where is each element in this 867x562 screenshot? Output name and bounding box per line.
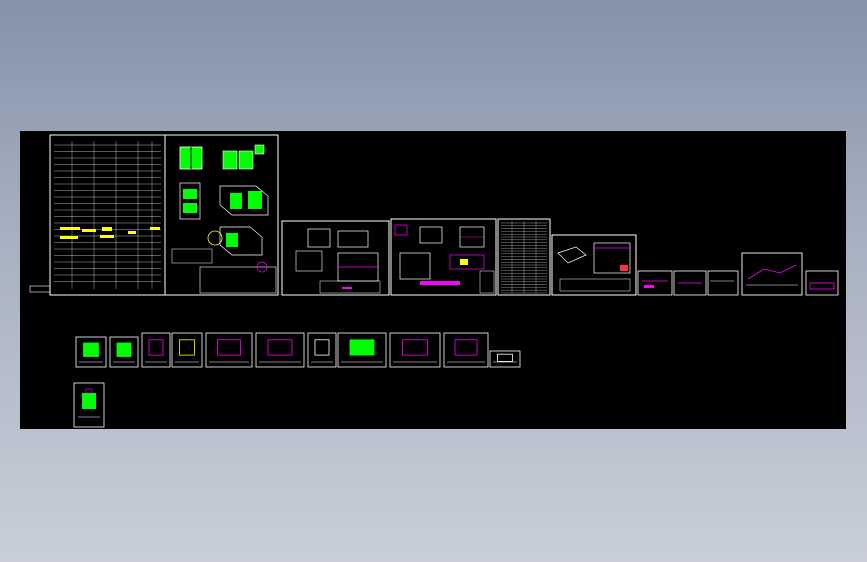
detail-sheet[interactable] bbox=[141, 332, 171, 368]
parts-list-grid bbox=[501, 221, 547, 294]
sheet-profile-1[interactable] bbox=[637, 270, 673, 296]
sheet-assembly-1[interactable] bbox=[281, 220, 390, 296]
table-highlight-rows bbox=[60, 227, 160, 239]
detail-sheet[interactable] bbox=[489, 350, 521, 368]
drawing-layer[interactable] bbox=[20, 131, 846, 429]
detail-sheet[interactable] bbox=[171, 332, 203, 368]
sheet-title-table[interactable] bbox=[29, 134, 166, 296]
sheet-profile-3[interactable] bbox=[741, 252, 803, 296]
detail-sheet[interactable] bbox=[255, 332, 305, 368]
detail-sheet[interactable] bbox=[109, 336, 139, 368]
cad-drawing-canvas[interactable] bbox=[20, 131, 846, 429]
table-grid bbox=[54, 141, 161, 289]
detail-sheets-row[interactable] bbox=[75, 332, 521, 368]
sheet-profile-2[interactable] bbox=[673, 270, 707, 296]
detail-sheet[interactable] bbox=[75, 336, 107, 368]
sheet-parts-list[interactable] bbox=[497, 218, 551, 296]
detail-sheet[interactable] bbox=[389, 332, 441, 368]
sheet-profile-4[interactable] bbox=[805, 270, 839, 296]
detail-sheet[interactable] bbox=[337, 332, 387, 368]
detail-sheet[interactable] bbox=[307, 332, 337, 368]
detail-sheet[interactable] bbox=[443, 332, 489, 368]
detail-sheet[interactable] bbox=[205, 332, 253, 368]
sheet-assembly-2[interactable] bbox=[390, 218, 497, 296]
sheet-isometric-views[interactable] bbox=[164, 134, 279, 296]
sheet-section[interactable] bbox=[707, 270, 739, 296]
detail-sheet-bottom[interactable] bbox=[73, 382, 105, 428]
sheet-frame-detail[interactable] bbox=[551, 234, 637, 296]
